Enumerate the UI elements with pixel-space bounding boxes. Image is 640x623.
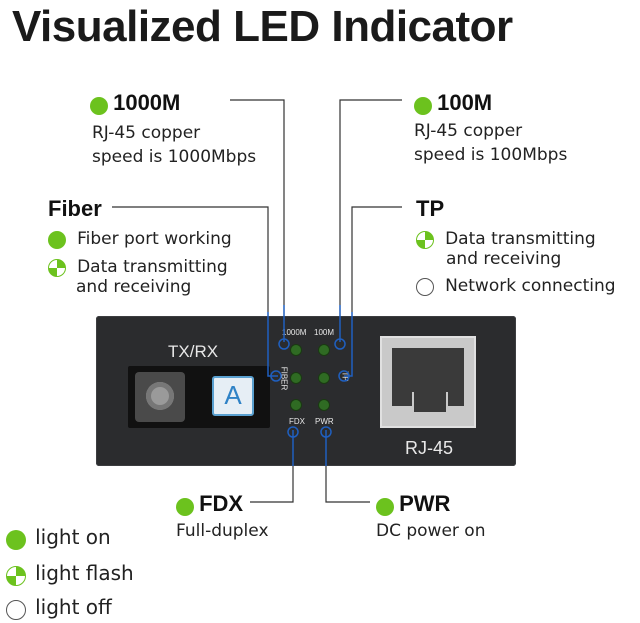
flash-dot-icon: [416, 230, 434, 249]
label-1000m: 1000M: [90, 90, 180, 116]
label-fiber-item2-text2: and receiving: [76, 277, 192, 297]
led-tp: [319, 373, 329, 383]
label-pwr: PWR: [376, 491, 450, 517]
line-pwr-black: [325, 466, 370, 503]
line-tp-blue: [344, 312, 353, 377]
callout-ring-fdx: [287, 426, 299, 438]
line-100m-black: [339, 99, 402, 305]
label-100m-line1: RJ-45 copper: [414, 121, 523, 141]
green-dot-icon: [376, 497, 394, 516]
label-tp-item1: Data transmitting: [416, 228, 596, 250]
label-pwr-heading: PWR: [399, 491, 451, 516]
legend-item-light-off: light off: [6, 596, 112, 620]
led-label-100m: 100M: [314, 328, 335, 337]
led-pwr: [319, 400, 329, 410]
led-label-1000m: 1000M: [282, 328, 307, 337]
line-fiber-blue: [267, 312, 278, 377]
label-fiber-item2: Data transmitting: [48, 256, 228, 278]
label-fdx-line1: Full-duplex: [176, 521, 269, 541]
label-tp-item2: Network connecting: [416, 275, 616, 297]
line-tp-black: [351, 206, 402, 312]
label-fiber-item1-text: Fiber port working: [77, 229, 232, 249]
label-fdx: FDX: [176, 491, 243, 517]
led-label-pwr: PWR: [315, 417, 334, 426]
label-tp-item1-text2: and receiving: [446, 249, 562, 269]
label-tp-item1-text: Data transmitting: [445, 229, 596, 249]
label-100m-heading: 100M: [437, 90, 493, 115]
line-fdx-black: [250, 466, 294, 503]
fiber-lens-icon: [146, 382, 174, 410]
page-title: Visualized LED Indicator: [12, 2, 513, 51]
legend-item-light-on: light on: [6, 526, 111, 550]
led-1000m: [291, 345, 301, 355]
green-dot-icon: [90, 96, 108, 115]
green-dot-icon: [48, 230, 66, 249]
led-fdx: [291, 400, 301, 410]
light-on-icon: [6, 529, 26, 550]
callout-ring-tp: [338, 370, 350, 382]
label-fiber-item2-text: Data transmitting: [77, 257, 228, 277]
label-tp-item2-text: Network connecting: [445, 276, 616, 296]
legend-item-light-flash: light flash: [6, 562, 134, 586]
label-100m-line2: speed is 100Mbps: [414, 145, 568, 165]
callout-ring-fiber: [270, 370, 282, 382]
label-1000m-line1: RJ-45 copper: [92, 123, 201, 143]
legend-label: light on: [35, 525, 111, 549]
label-fiber-item1: Fiber port working: [48, 228, 232, 250]
led-100m: [319, 345, 329, 355]
callout-ring-1000m: [278, 338, 290, 350]
label-100m: 100M: [414, 90, 492, 116]
light-flash-icon: [6, 565, 26, 586]
legend-label: light flash: [35, 561, 134, 585]
line-fiber-black: [112, 206, 269, 312]
led-label-fdx: FDX: [289, 417, 305, 426]
label-tp-heading: TP: [416, 196, 445, 221]
legend-label: light off: [35, 595, 112, 619]
txrx-label: TX/RX: [168, 342, 219, 361]
led-fiber: [291, 373, 301, 383]
callout-ring-pwr: [320, 426, 332, 438]
label-1000m-heading: 1000M: [113, 90, 181, 115]
rj45-latch: [412, 392, 448, 412]
green-dot-icon: [414, 96, 432, 115]
label-fdx-heading: FDX: [199, 491, 244, 516]
empty-dot-icon: [416, 277, 434, 296]
light-off-icon: [6, 599, 26, 620]
label-pwr-line1: DC power on: [376, 521, 486, 541]
rj45-label: RJ-45: [405, 438, 454, 458]
flash-dot-icon: [48, 258, 66, 277]
label-fiber-heading: Fiber: [48, 196, 102, 221]
line-1000m-black: [230, 99, 285, 305]
green-dot-icon: [176, 497, 194, 516]
label-1000m-line2: speed is 1000Mbps: [92, 147, 257, 167]
sticker-a-icon: A: [212, 376, 254, 416]
callout-ring-100m: [334, 338, 346, 350]
